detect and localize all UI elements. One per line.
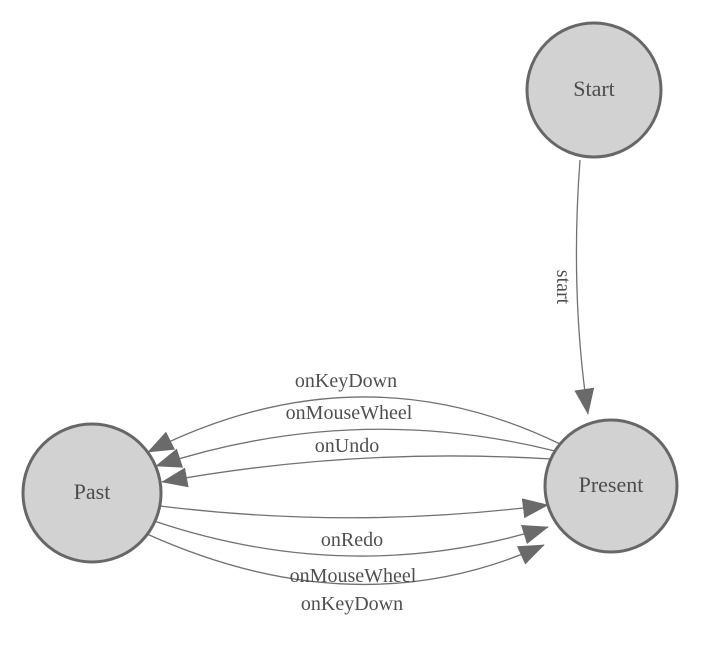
edge-label-onredo: onRedo	[321, 529, 383, 551]
node-start-label: Start	[573, 76, 615, 101]
edge-present-to-past-onmousewheel[interactable]	[155, 428, 556, 468]
edge-layer	[146, 159, 595, 586]
edge-start-to-present[interactable]	[574, 159, 595, 415]
edge-label-onundo: onUndo	[315, 435, 379, 457]
node-layer: Start Past Present	[21, 21, 679, 564]
edge-label-onmousewheel-upper: onMouseWheel	[286, 402, 413, 424]
edge-past-to-present-onmousewheel[interactable]	[153, 520, 549, 557]
node-present-circle[interactable]	[543, 418, 679, 554]
edge-label-onmousewheel-lower: onMouseWheel	[290, 565, 417, 587]
node-start-circle[interactable]	[525, 21, 663, 159]
edge-past-to-present-onredo[interactable]	[159, 498, 549, 519]
edge-label-start: start	[552, 270, 574, 305]
node-past-circle[interactable]	[21, 422, 163, 564]
edge-past-to-present-onkeydown[interactable]	[146, 533, 545, 586]
node-start[interactable]: Start	[525, 21, 663, 159]
edge-present-to-past-onkeydown[interactable]	[147, 396, 561, 453]
edge-label-onkeydown-lower: onKeyDown	[301, 593, 403, 615]
node-present[interactable]: Present	[543, 418, 679, 554]
node-past-label: Past	[74, 479, 111, 504]
edge-present-to-past-onundo[interactable]	[161, 455, 552, 488]
edge-label-onkeydown-upper: onKeyDown	[295, 370, 397, 392]
edge-label-layer: start onKeyDown onMouseWheel onUndo onRe…	[286, 270, 574, 615]
node-present-label: Present	[579, 472, 644, 497]
node-past[interactable]: Past	[21, 422, 163, 564]
